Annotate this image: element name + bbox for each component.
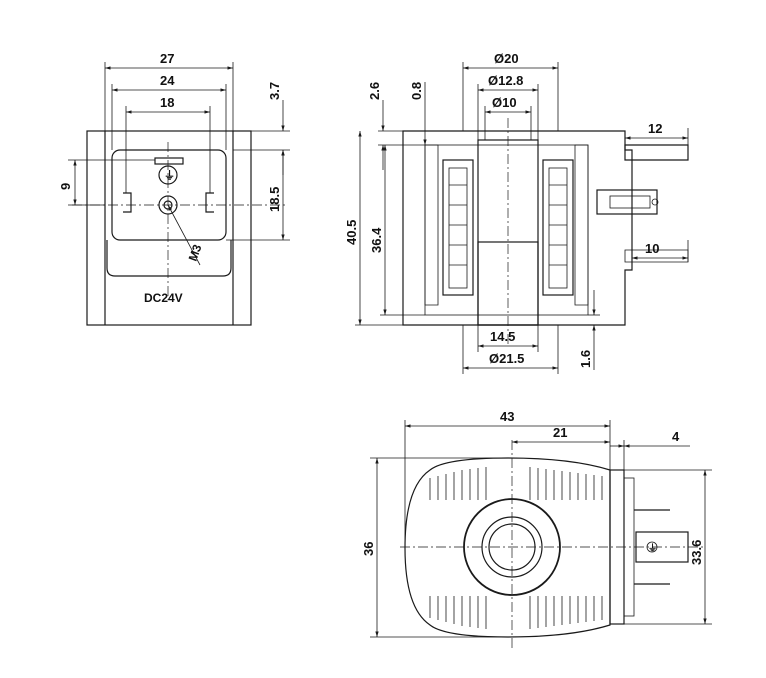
front-body-outline bbox=[86, 130, 252, 326]
dim-d20: Ø20 bbox=[494, 51, 519, 66]
connector-plate bbox=[111, 149, 227, 241]
left-pin bbox=[123, 192, 132, 213]
top-body-outline bbox=[404, 457, 611, 638]
dim-40-5: 40.5 bbox=[344, 220, 359, 245]
section-view: Ø20 Ø12.8 Ø10 2.6 0.8 12 10 40.5 bbox=[344, 51, 689, 374]
dim-24: 24 bbox=[160, 73, 175, 88]
dim-18: 18 bbox=[160, 95, 174, 110]
spade-terminal bbox=[596, 189, 658, 215]
dim-21: 21 bbox=[553, 425, 567, 440]
top-tab bbox=[624, 144, 689, 161]
top-pin bbox=[154, 157, 184, 165]
svg-text:⏚: ⏚ bbox=[164, 169, 175, 182]
voltage-label: DC24V bbox=[144, 291, 183, 305]
dim-36-4: 36.4 bbox=[369, 227, 384, 253]
right-winding bbox=[542, 159, 574, 296]
dim-3-7: 3.7 bbox=[267, 82, 282, 100]
dim-1-6: 1.6 bbox=[578, 350, 593, 368]
dim-2-6: 2.6 bbox=[367, 82, 382, 100]
dim-0-8: 0.8 bbox=[409, 82, 424, 100]
coil-body-section bbox=[402, 130, 633, 326]
dim-d21-5: Ø21.5 bbox=[489, 351, 524, 366]
left-winding bbox=[442, 159, 474, 296]
dim-27: 27 bbox=[160, 51, 174, 66]
dim-d10: Ø10 bbox=[492, 95, 517, 110]
front-view: ⏚ M3 DC24V 27 24 18 3.7 9 bbox=[58, 51, 290, 326]
dim-4: 4 bbox=[672, 429, 680, 444]
cooling-fins bbox=[429, 467, 603, 629]
dim-18-5: 18.5 bbox=[267, 187, 282, 212]
m3-label: M3 bbox=[186, 242, 205, 263]
terminal-block bbox=[635, 531, 689, 563]
dim-36: 36 bbox=[361, 542, 376, 556]
dim-43: 43 bbox=[500, 409, 514, 424]
dim-10: 10 bbox=[645, 241, 659, 256]
dim-14-5: 14.5 bbox=[490, 329, 515, 344]
right-pin bbox=[205, 192, 214, 213]
dim-9: 9 bbox=[58, 183, 73, 190]
dim-12: 12 bbox=[648, 121, 662, 136]
dim-d12-8: Ø12.8 bbox=[488, 73, 523, 88]
svg-text:⏚: ⏚ bbox=[648, 543, 657, 553]
dim-33-6: 33.6 bbox=[689, 540, 704, 565]
top-view: ⏚ 43 21 4 36 33.6 bbox=[361, 409, 712, 650]
